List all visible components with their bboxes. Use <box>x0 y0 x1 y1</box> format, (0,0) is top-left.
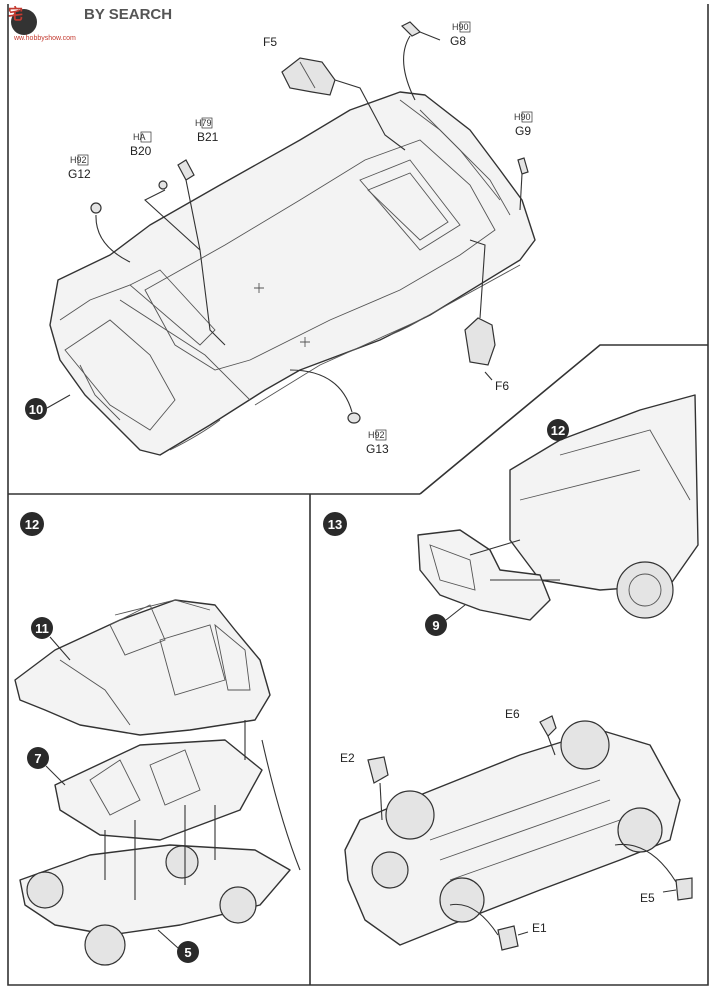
part-F6-label: F6 <box>495 379 509 393</box>
part-B21-label: B21 <box>197 130 219 144</box>
part-G9-label: G9 <box>515 124 531 138</box>
part-G9: H90 G9 <box>514 111 533 211</box>
watermark-en: BY SEARCH <box>84 6 172 23</box>
part-E5-label: E5 <box>640 891 655 905</box>
part-E6-label: E6 <box>505 707 520 721</box>
step-12-number: 12 <box>25 517 39 532</box>
part-F6: F6 <box>464 239 509 393</box>
part-G12: H92 G12 <box>68 154 131 263</box>
step-13-number: 13 <box>328 517 342 532</box>
part-B20-code: HA <box>133 132 146 142</box>
part-B20: HA B20 <box>130 131 168 190</box>
part-G12-label: G12 <box>68 167 91 181</box>
part-E2-label: E2 <box>340 751 355 765</box>
watermark-cn: 宅 <box>8 5 23 23</box>
step-13-ref-12: 12 <box>551 423 565 438</box>
part-B21: H79 B21 <box>144 117 226 346</box>
step-12-panel: 12 11 7 5 <box>14 512 301 966</box>
part-F5-label: F5 <box>263 35 277 49</box>
part-B20-label: B20 <box>130 144 152 158</box>
body-shell-top <box>49 91 536 456</box>
step-12-ref-11: 11 <box>35 621 49 636</box>
part-E1-label: E1 <box>532 921 547 935</box>
panel-frames <box>7 4 709 986</box>
step-10-panel <box>49 91 536 456</box>
part-F5: F5 <box>263 35 406 151</box>
step-10-badge: 10 <box>25 394 71 420</box>
part-G13: H92 G13 <box>289 369 389 456</box>
part-G8: H90 G8 <box>400 21 471 101</box>
step-12-ref-5: 5 <box>184 945 191 960</box>
part-G8-label: G8 <box>450 34 466 48</box>
watermark-logo-icon <box>11 9 37 35</box>
part-B21-code: H79 <box>195 118 212 128</box>
step-10-number: 10 <box>29 402 43 417</box>
watermark-url: ww.hobbyshow.com <box>13 35 76 42</box>
step-13-panel: 13 12 9 E6 E2 E5 <box>323 394 699 951</box>
step-12-ref-7: 7 <box>34 751 41 766</box>
part-G13-label: G13 <box>366 442 389 456</box>
step-13-ref-9: 9 <box>432 618 439 633</box>
watermark: 宅 BY SEARCH ww.hobbyshow.com <box>8 5 172 42</box>
